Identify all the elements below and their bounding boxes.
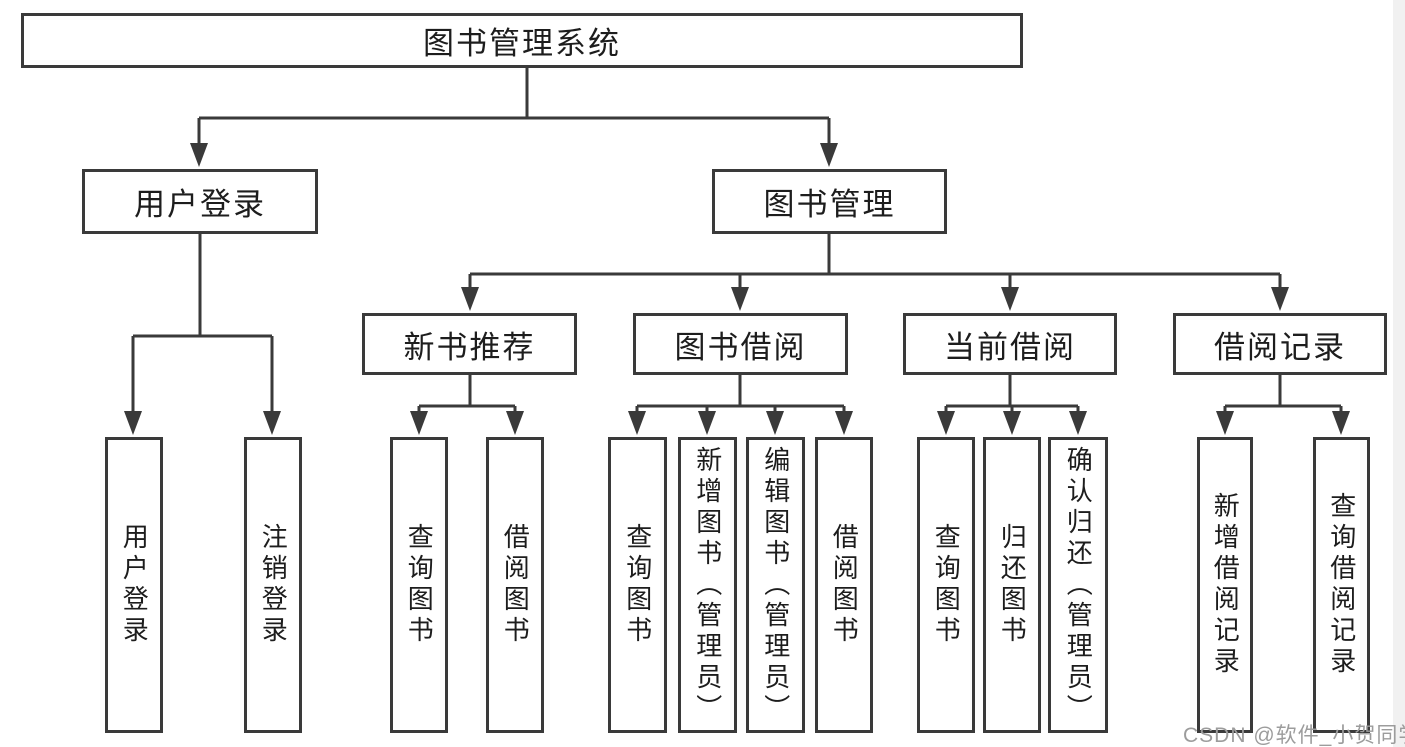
leaf-query-books-3: 查询图书 bbox=[917, 437, 975, 733]
leaf-edit-books-admin: 编辑图书（管理员） bbox=[746, 437, 805, 733]
leaf-label: 借阅图书 bbox=[829, 523, 860, 647]
leaf-confirm-return-admin: 确认归还（管理员） bbox=[1048, 437, 1108, 733]
leaf-label: 新增借阅记录 bbox=[1210, 492, 1241, 678]
leaf-query-books-2: 查询图书 bbox=[608, 437, 667, 733]
node-new-book-recommendation: 新书推荐 bbox=[362, 313, 577, 375]
leaf-label: 新增图书（管理员） bbox=[692, 445, 723, 725]
leaf-borrow-books-2: 借阅图书 bbox=[815, 437, 873, 733]
leaf-add-books-admin: 新增图书（管理员） bbox=[678, 437, 737, 733]
leaf-label: 编辑图书（管理员） bbox=[760, 445, 791, 725]
csdn-watermark: CSDN @软件_小贺同学 bbox=[1183, 724, 1405, 747]
leaf-label: 查询图书 bbox=[404, 523, 435, 647]
node-user-login: 用户登录 bbox=[82, 169, 318, 234]
node-label: 当前借阅 bbox=[944, 329, 1076, 365]
node-library-management-system: 图书管理系统 bbox=[21, 13, 1023, 68]
leaf-add-borrow-record: 新增借阅记录 bbox=[1197, 437, 1253, 733]
leaf-label: 归还图书 bbox=[997, 523, 1028, 647]
node-label: 新书推荐 bbox=[403, 329, 536, 365]
node-book-borrowing: 图书借阅 bbox=[633, 313, 848, 375]
node-label: 图书管理系统 bbox=[423, 26, 621, 61]
node-label: 借阅记录 bbox=[1214, 329, 1346, 365]
node-label: 用户登录 bbox=[134, 187, 266, 222]
node-label: 图书借阅 bbox=[674, 329, 807, 365]
leaf-label: 查询图书 bbox=[931, 523, 962, 647]
leaf-return-books: 归还图书 bbox=[983, 437, 1041, 733]
leaf-label: 用户登录 bbox=[119, 523, 150, 647]
leaf-user-login: 用户登录 bbox=[105, 437, 163, 733]
leaf-logout: 注销登录 bbox=[244, 437, 302, 733]
leaf-label: 查询图书 bbox=[622, 523, 653, 647]
leaf-query-borrow-record: 查询借阅记录 bbox=[1313, 437, 1370, 733]
node-label: 图书管理 bbox=[763, 187, 896, 222]
leaf-borrow-books-1: 借阅图书 bbox=[486, 437, 544, 733]
node-book-management: 图书管理 bbox=[712, 169, 947, 234]
node-current-borrowing: 当前借阅 bbox=[903, 313, 1117, 375]
leaf-label: 确认归还（管理员） bbox=[1063, 445, 1094, 725]
leaf-query-books-1: 查询图书 bbox=[390, 437, 448, 733]
leaf-label: 注销登录 bbox=[258, 523, 289, 647]
right-margin-strip bbox=[1393, 0, 1405, 747]
leaf-label: 查询借阅记录 bbox=[1326, 492, 1357, 678]
node-borrowing-records: 借阅记录 bbox=[1173, 313, 1387, 375]
leaf-label: 借阅图书 bbox=[500, 523, 531, 647]
